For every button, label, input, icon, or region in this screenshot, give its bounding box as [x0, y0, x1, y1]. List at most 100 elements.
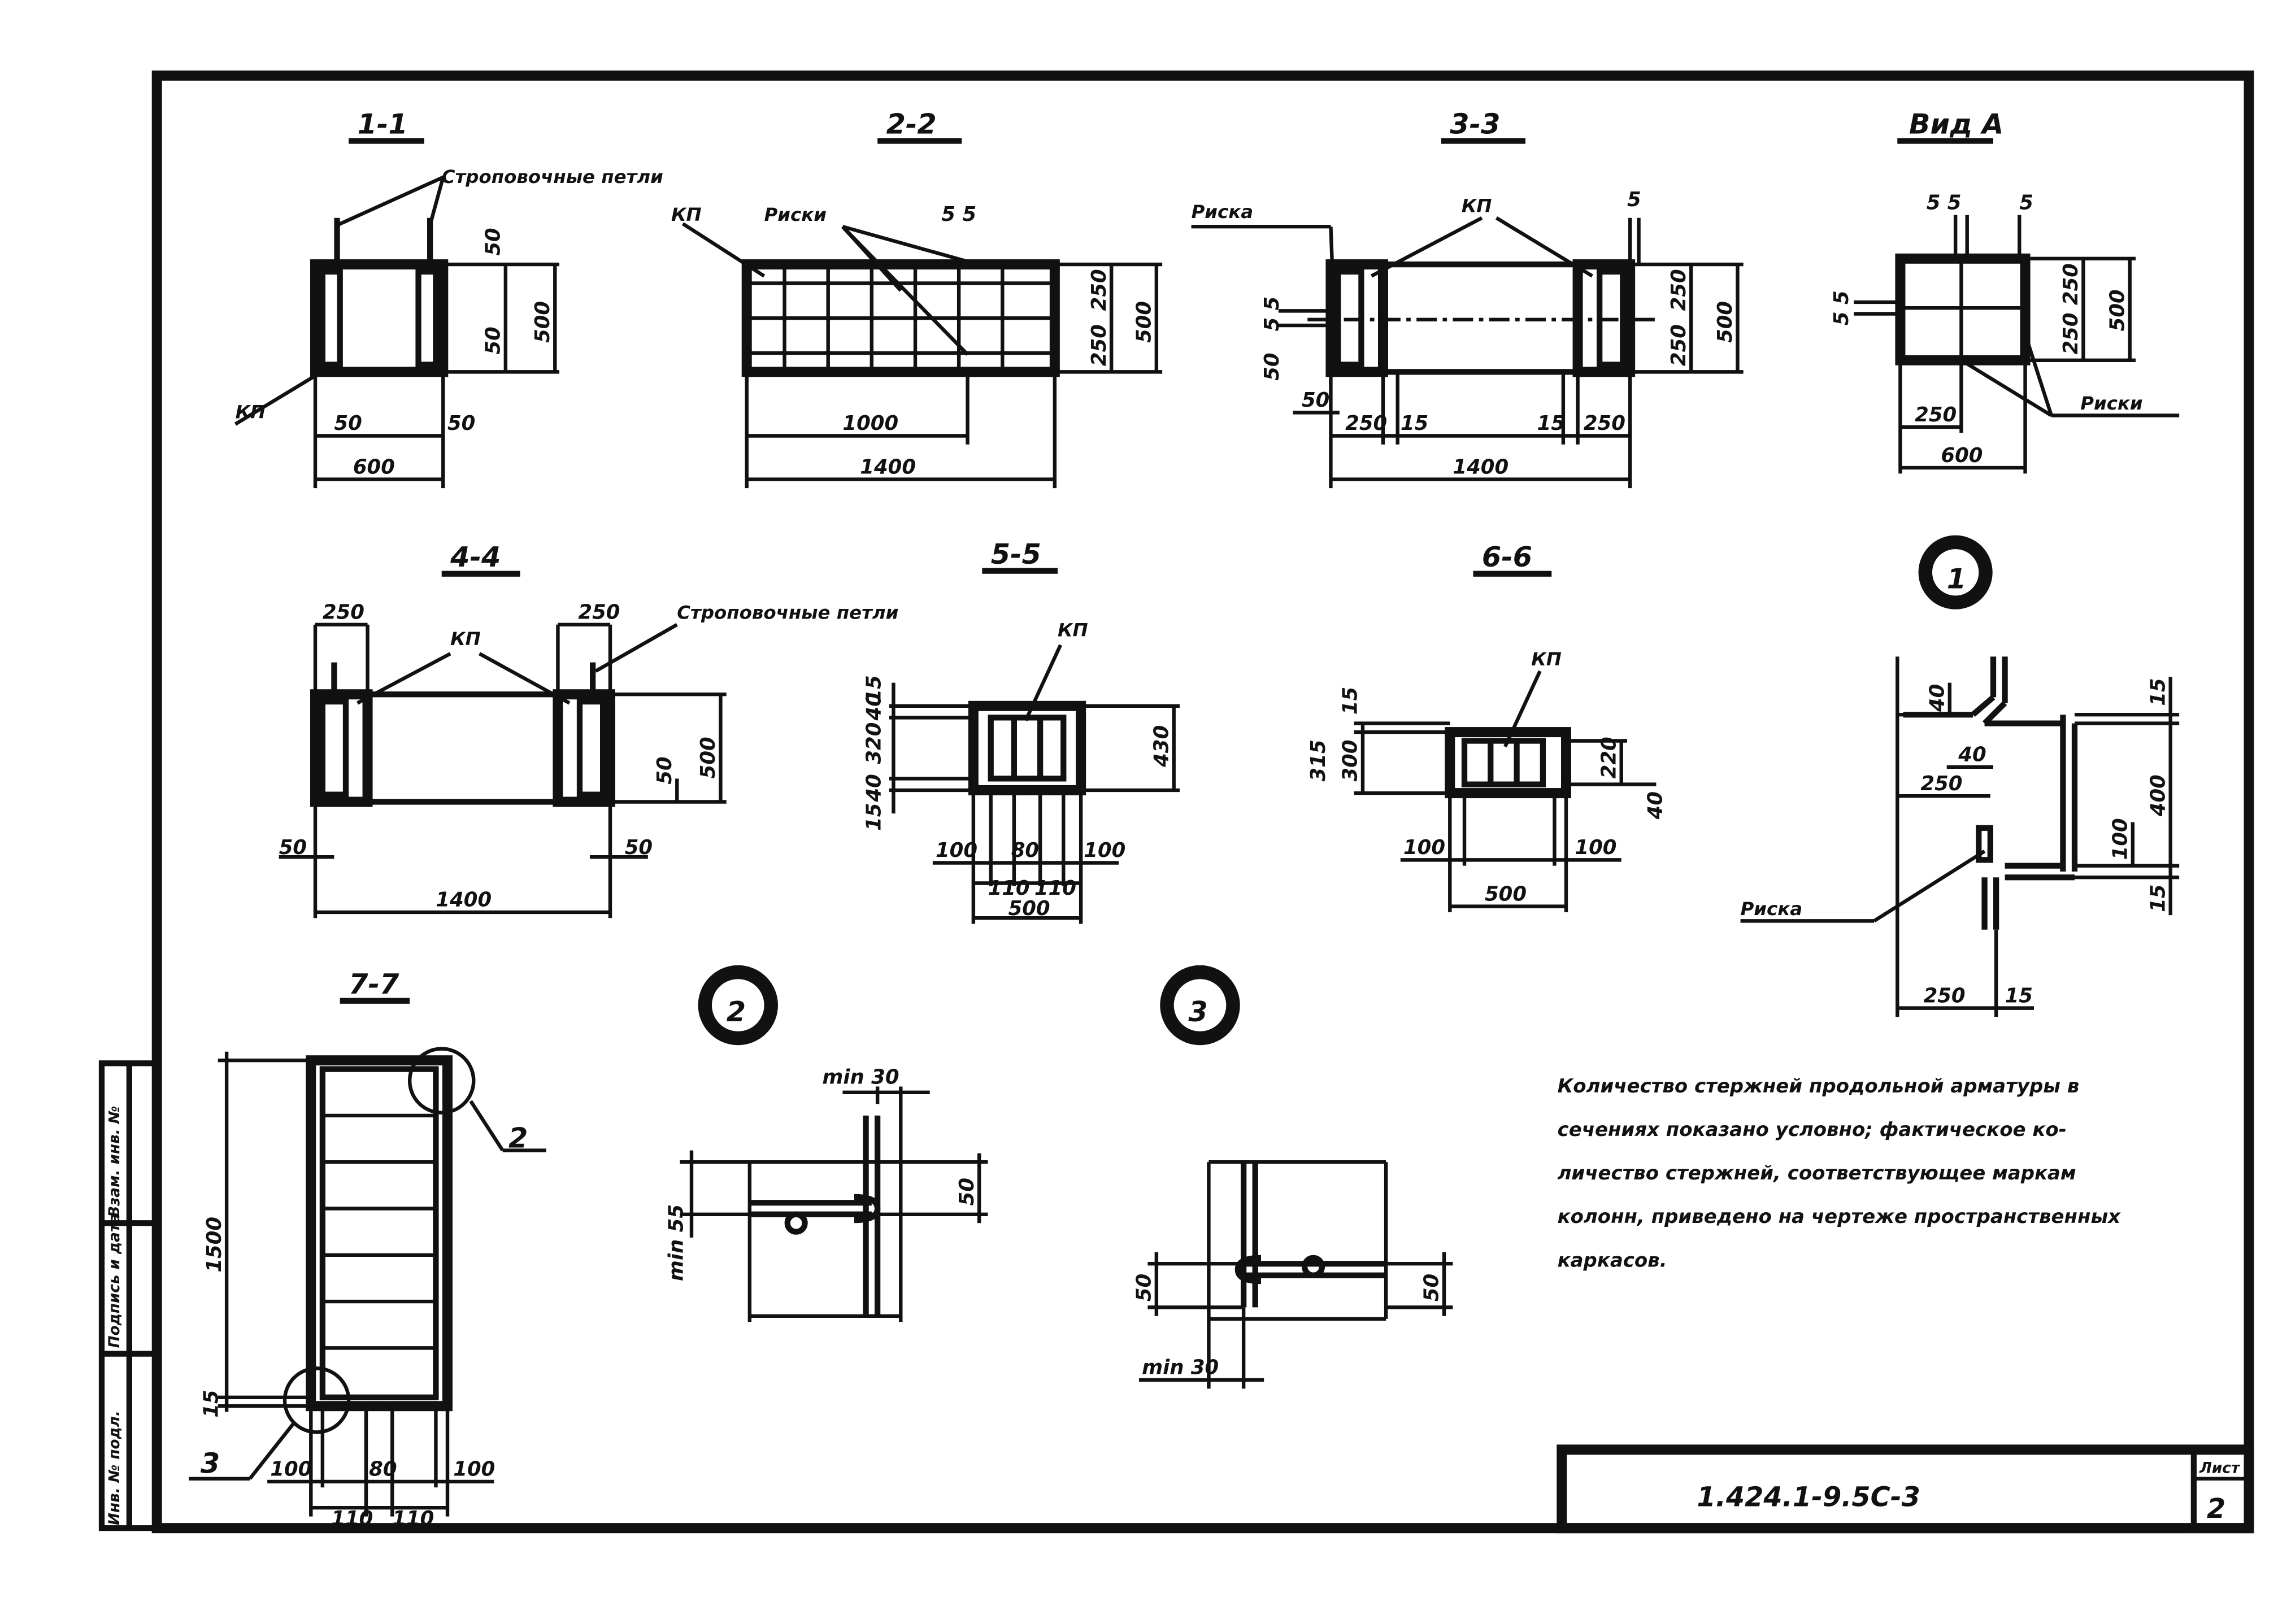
- dim: 80: [1011, 839, 1039, 862]
- dim: 50: [625, 836, 653, 859]
- dim: 250: [323, 601, 364, 624]
- dim: 40: [862, 693, 885, 721]
- section-title: Вид А: [1909, 108, 2003, 141]
- section-6-6: 6-6 КП 315 15 300 220 40 100 100 500: [1307, 541, 1667, 912]
- sheet-frame: [151, 70, 2254, 1534]
- sheet-label: Лист: [2199, 1460, 2241, 1477]
- dim: 15: [2146, 885, 2170, 912]
- node-3: 3 50 50 min 30: [1133, 965, 1453, 1389]
- section-7-7: 7-7 1500 15 2 3 100 80 100 110: [189, 968, 546, 1530]
- dim: 50: [1420, 1274, 1444, 1301]
- dim: 250: [1088, 269, 1111, 311]
- dim: 250: [1667, 324, 1690, 366]
- dim: 100: [1084, 839, 1125, 862]
- dim: 1400: [1453, 455, 1508, 478]
- dim: 100: [270, 1458, 312, 1481]
- dim: 600: [353, 455, 395, 478]
- dim: 250: [1345, 412, 1387, 435]
- dim: 100: [1575, 836, 1616, 859]
- side-stamp-field: Инв. № подл.: [106, 1410, 123, 1525]
- label-mark: Риска: [1741, 898, 1802, 920]
- dim: 220: [1597, 737, 1620, 778]
- dim: 1500: [203, 1217, 226, 1273]
- section-title: 7-7: [349, 968, 399, 1000]
- label-loops: Строповочные петли: [442, 166, 663, 188]
- dim: 50: [1133, 1274, 1156, 1301]
- node-number: 2: [727, 995, 746, 1028]
- dim: 5: [1627, 188, 1641, 211]
- dim: 110: [331, 1507, 373, 1530]
- dim: 250: [1584, 412, 1625, 435]
- dim: 100: [2109, 818, 2132, 860]
- dim: min 30: [1142, 1356, 1219, 1379]
- label-marks: Риски: [2080, 393, 2142, 414]
- dim: 110: [988, 877, 1030, 900]
- dim: 15: [2005, 984, 2033, 1007]
- dim: 250: [1915, 403, 1957, 426]
- dim: 50: [1260, 352, 1284, 380]
- dim: 5: [2019, 191, 2033, 214]
- side-stamp-field: Подпись и дата: [106, 1213, 123, 1348]
- dim: 100: [1403, 836, 1445, 859]
- section-title: 6-6: [1482, 541, 1532, 573]
- dim: 15: [1339, 687, 1362, 715]
- dim: 400: [2146, 774, 2170, 817]
- dim: 15: [1537, 412, 1565, 435]
- view-a: Вид А 5 5 5 5 5 250 250 500 Риски 250 60…: [1830, 108, 2180, 474]
- dim: 40: [1958, 743, 1986, 767]
- title-block: [1557, 1444, 2254, 1534]
- dim: 110: [1034, 877, 1076, 900]
- sheet-number: 2: [2207, 1494, 2225, 1525]
- dim: 5 5: [1927, 191, 1962, 214]
- dim: 500: [531, 301, 554, 343]
- label-kp: КП: [1058, 619, 1088, 641]
- dim: 50: [955, 1178, 979, 1205]
- dim: 320: [862, 722, 885, 764]
- dim: 500: [1485, 882, 1527, 905]
- side-stamp-field: Взам. инв. №: [106, 1106, 123, 1217]
- section-title: 4-4: [450, 541, 501, 573]
- dim: 600: [1941, 444, 1983, 467]
- section-title: 3-3: [1450, 108, 1500, 141]
- dim: 50: [334, 412, 362, 435]
- dim: 300: [1339, 739, 1362, 781]
- dim: 50: [482, 326, 505, 354]
- dim: 15: [200, 1390, 223, 1417]
- note-line: личество стержней, соответствующее марка…: [1558, 1162, 2076, 1185]
- dim: 110: [392, 1507, 434, 1530]
- dim: 50: [447, 412, 475, 435]
- dim: 250: [1924, 984, 1966, 1007]
- label-kp: КП: [450, 628, 481, 650]
- dim: 500: [1133, 301, 1156, 343]
- dim: 1000: [842, 412, 898, 435]
- dim: 430: [1150, 725, 1173, 768]
- note-line: каркасов.: [1558, 1249, 1667, 1272]
- dim: 5 5: [941, 203, 976, 226]
- note-line: сечениях показано условно; фактическое к…: [1558, 1118, 2067, 1141]
- dim: 250: [2059, 312, 2083, 354]
- dim: 100: [453, 1458, 495, 1481]
- label-marks: Риски: [764, 204, 827, 225]
- label-kp: КП: [1462, 195, 1492, 217]
- dim: 50: [1302, 389, 1329, 412]
- dim: min 55: [665, 1204, 688, 1281]
- dim: 250: [1667, 269, 1690, 311]
- dim: 5 5: [1830, 290, 1853, 325]
- dim: 500: [2106, 289, 2129, 331]
- dim: 100: [936, 839, 977, 862]
- dim: 15: [1401, 412, 1428, 435]
- dim: 250: [2059, 263, 2083, 305]
- dim: 15: [2146, 678, 2170, 706]
- section-4-4: 4-4 250 250 КП Строповочные петли 50 500…: [279, 541, 898, 918]
- dim: 250: [578, 601, 620, 624]
- note-line: колонн, приведено на чертеже пространств…: [1558, 1205, 2122, 1228]
- section-title: 5-5: [991, 538, 1041, 571]
- dim: 50: [279, 836, 307, 859]
- dim: 15: [862, 803, 885, 831]
- dim: 40: [1926, 684, 1949, 712]
- section-1-1: 1-1 Строповочные петли 50 500 50 КП 50 5…: [234, 108, 663, 489]
- dim: 40: [862, 774, 885, 802]
- node-number: 1: [1947, 563, 1966, 595]
- dim: 500: [697, 737, 720, 778]
